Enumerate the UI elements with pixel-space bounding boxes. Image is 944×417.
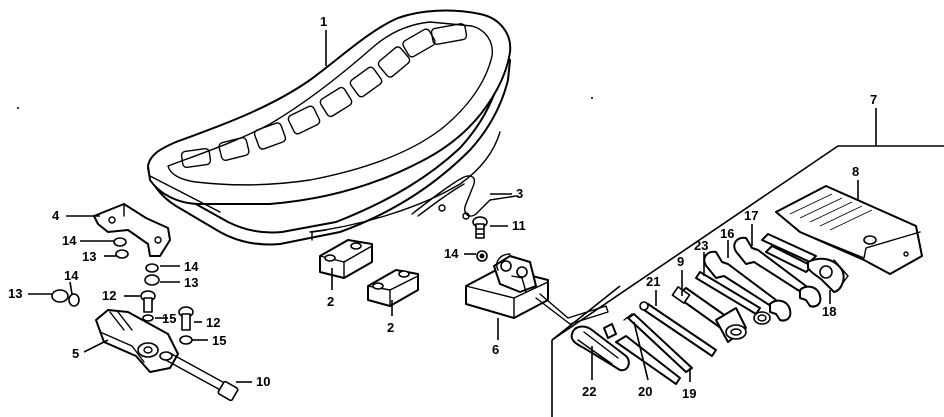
callout-14: 14 [64,268,79,283]
wrench [695,271,771,325]
seat-bracket [93,203,171,257]
callout-7: 7 [870,92,877,107]
callout-9: 9 [677,254,684,269]
washer [113,237,129,259]
screw [472,216,488,239]
seat [147,9,512,246]
callout-10: 10 [256,374,270,389]
rubber-cushion [367,269,419,307]
bolt [140,290,194,331]
seat-lock [465,250,609,325]
callout-19: 19 [682,386,696,401]
handle-bar [639,301,717,357]
callout-12: 12 [206,315,220,330]
callout-14: 14 [62,233,77,248]
screwdriver-handle [570,323,630,372]
nut [51,263,160,307]
screwdriver [623,313,693,373]
callout-4: 4 [52,208,60,223]
print-dot [591,97,593,99]
footpeg-bracket [95,309,179,373]
leader-lines [28,30,877,383]
callout-15: 15 [162,311,176,326]
callout-13: 13 [184,275,198,290]
rubber-cushion [319,239,373,279]
callout-1: 1 [320,14,327,29]
callout-13: 13 [82,249,96,264]
callout-21: 21 [646,274,660,289]
screwdriver-grip [615,335,681,385]
tool-kit [551,145,944,417]
callout-11: 11 [512,218,526,233]
pliers [761,233,849,293]
callout-labels: 1 2 2 3 4 5 6 7 8 9 10 11 12 12 13 13 13… [8,14,877,401]
callout-15: 15 [212,333,226,348]
callout-3: 3 [516,186,523,201]
spring-washer [142,314,193,345]
callout-2: 2 [327,294,334,309]
callout-6: 6 [492,342,499,357]
callout-22: 22 [582,384,596,399]
callout-23: 23 [694,238,708,253]
callout-2: 2 [387,320,394,335]
callout-16: 16 [720,226,734,241]
hinge-spring [411,175,517,220]
open-end-wrench [733,236,822,308]
callout-13: 13 [8,286,22,301]
callout-12: 12 [102,288,116,303]
callout-8: 8 [852,164,859,179]
callout-14: 14 [444,246,459,261]
callout-17: 17 [744,208,758,223]
callout-18: 18 [822,304,836,319]
pivot-bolt [159,351,239,402]
callout-5: 5 [72,346,79,361]
print-dot [17,107,19,109]
callout-14: 14 [184,259,199,274]
tool-bag [775,185,923,275]
callout-20: 20 [638,384,652,399]
